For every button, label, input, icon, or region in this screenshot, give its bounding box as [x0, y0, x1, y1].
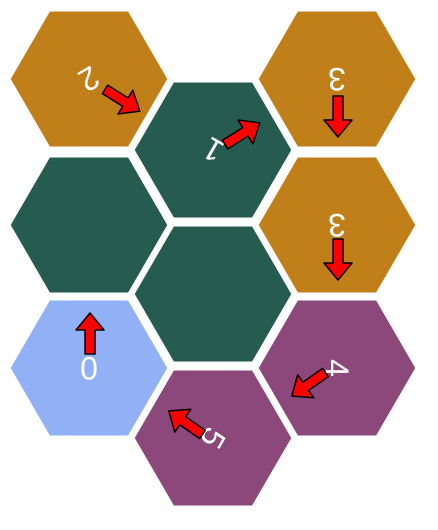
arrow-4-down-left-icon	[291, 367, 330, 399]
hex-cell-gold-top-right[interactable]	[255, 8, 419, 150]
arrow-2-to-1-icon	[101, 84, 141, 115]
hex-cell-gold-mid-right[interactable]	[255, 154, 419, 296]
hex-cell-teal-top-center[interactable]	[131, 79, 295, 221]
hex-cell-teal-center[interactable]	[131, 223, 295, 365]
hex-cell-purple-mid-right[interactable]	[255, 297, 419, 439]
hex-cell-gold-top-left[interactable]	[7, 8, 171, 150]
arrow-0-up-icon	[75, 312, 105, 355]
hex-cell-teal-mid-left[interactable]	[7, 154, 171, 296]
arrow-3-mid-down-icon	[323, 238, 353, 281]
hex-number-label: 0	[80, 350, 98, 386]
hex-number-label: 3	[328, 207, 346, 243]
arrow-1-to-up-right-icon	[221, 119, 261, 150]
arrow-3-top-down-icon	[323, 95, 353, 138]
hex-cell-blue-bottom-left[interactable]	[7, 297, 171, 439]
hex-number-label: 4	[319, 359, 355, 377]
hex-number-label: 3	[328, 61, 346, 97]
hex-cell-purple-bottom-center[interactable]	[131, 367, 295, 509]
arrow-5-up-left-icon	[168, 408, 207, 440]
